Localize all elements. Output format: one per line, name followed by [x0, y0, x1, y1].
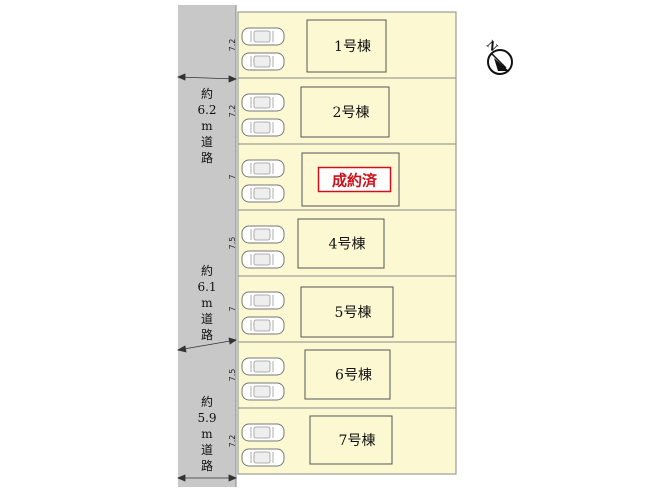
road-width-dimension	[176, 73, 238, 83]
road-width-dimension	[176, 337, 237, 353]
lot-frontage: 7.2	[228, 435, 237, 448]
road-label-line: 路	[201, 458, 213, 473]
road-label-3: 約 5.9 m 道 路	[197, 394, 216, 473]
car-icon	[241, 357, 285, 376]
lot-6: 7.5 6号棟	[228, 341, 457, 409]
car-icon	[241, 184, 285, 203]
building-label: 2号棟	[333, 105, 370, 121]
building-label: 7号棟	[339, 433, 376, 449]
road-label-line: m	[201, 296, 213, 310]
road-label-line: 約	[201, 394, 213, 409]
lot-frontage: 7.2	[228, 39, 237, 52]
building-label: 1号棟	[334, 39, 371, 55]
car-icon	[241, 316, 285, 335]
road-label-line: 道	[201, 443, 213, 457]
road-label-line: 約	[201, 86, 213, 101]
lot-frontage: 7	[228, 174, 237, 179]
lot-frontage: 7.5	[228, 369, 237, 382]
car-icon	[241, 423, 285, 442]
car-icon	[241, 159, 285, 178]
car-icon	[241, 382, 285, 401]
road-label-line: 6.2	[197, 103, 216, 117]
car-icon	[241, 52, 285, 71]
road-label-line: 約	[201, 263, 213, 278]
car-icon	[241, 225, 285, 244]
lot-3: 7 成約済	[228, 143, 457, 211]
lots: 7.2 1号棟 7.2 2号棟 7 成約済 7.5 4号棟 7 5号棟 7.5 6号棟 7.2 7号棟	[228, 11, 457, 475]
road-label-line: 路	[201, 327, 213, 342]
building-label: 5号棟	[335, 305, 372, 321]
car-icon	[241, 93, 285, 112]
building-footprint	[304, 349, 391, 400]
car-icon	[241, 448, 285, 467]
north-arrow-icon: N	[484, 38, 513, 75]
road-strip	[178, 5, 236, 487]
sold-label: 成約済	[332, 172, 378, 190]
building-footprint	[309, 415, 393, 465]
lot-frontage: 7.5	[228, 237, 237, 250]
lot-frontage: 7.2	[228, 105, 237, 118]
building-footprint	[306, 19, 387, 73]
road-label-line: 5.9	[197, 411, 216, 425]
sold-badge	[317, 166, 392, 193]
road-label-line: m	[201, 427, 213, 441]
road-label-line: 路	[201, 150, 213, 165]
road-width-dimension	[176, 474, 238, 482]
building-footprint	[297, 218, 385, 269]
car-icon	[241, 250, 285, 269]
lot-1: 7.2 1号棟	[228, 11, 457, 79]
lot-7: 7.2 7号棟	[228, 407, 457, 475]
road-label-line: 道	[201, 135, 213, 149]
building-footprint	[300, 86, 390, 138]
lot-frontage: 7	[228, 306, 237, 311]
lot-4: 7.5 4号棟	[228, 209, 457, 277]
road-label-line: 6.1	[197, 280, 216, 294]
road-label-1: 約 6.2 m 道 路	[197, 86, 216, 165]
lot-5: 7 5号棟	[228, 275, 457, 343]
car-icon	[241, 291, 285, 310]
lot-2: 7.2 2号棟	[228, 77, 457, 145]
building-label: 4号棟	[329, 237, 366, 253]
building-footprint	[300, 286, 394, 338]
road-label-line: m	[201, 119, 213, 133]
car-icon	[241, 118, 285, 137]
car-icon	[241, 27, 285, 46]
road-label-2: 約 6.1 m 道 路	[197, 263, 216, 342]
building-label: 6号棟	[335, 368, 372, 384]
road-label-line: 道	[201, 312, 213, 326]
